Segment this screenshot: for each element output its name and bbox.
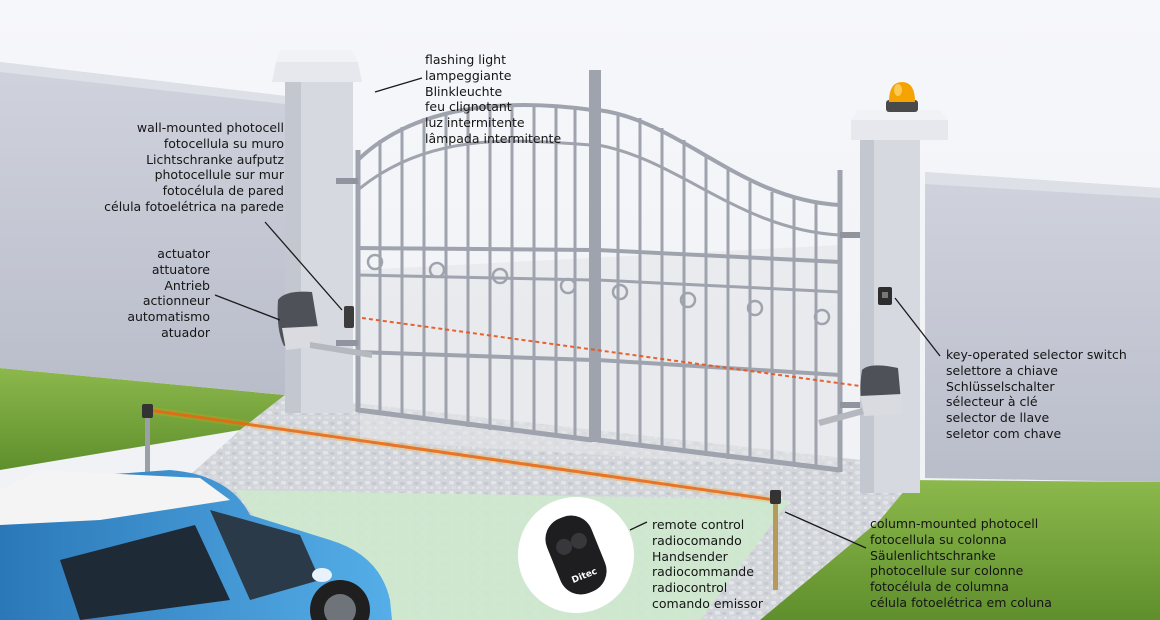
leader-key-selector	[894, 297, 941, 357]
leader-actuator	[214, 294, 281, 321]
leader-column-photocell	[784, 511, 867, 549]
label-line: seletor com chave	[946, 425, 1062, 441]
grass-right	[745, 480, 1160, 620]
label-line: key-operated selector switch	[946, 347, 1127, 362]
label-line: célula fotoelétrica na parede	[104, 198, 284, 214]
label-line: flashing light	[425, 52, 506, 67]
label-line: radiocommande	[652, 564, 754, 580]
label-line: fotocellula su muro	[163, 135, 284, 151]
left-pillar	[272, 50, 362, 413]
label-key-selector: key-operated selector switch selettore a…	[946, 347, 1127, 442]
label-line: Lichtschranke aufputz	[146, 151, 284, 167]
right-actuator	[818, 365, 902, 426]
label-wall-photocell: wall-mounted photocell fotocellula su mu…	[60, 120, 284, 215]
label-line: Säulenlichtschranke	[870, 547, 996, 563]
label-line: photocellule sur colonne	[870, 563, 1024, 579]
label-line: actuator	[157, 246, 210, 261]
car	[0, 470, 392, 620]
double-swing-gate	[355, 70, 843, 473]
label-line: Blinkleuchte	[425, 83, 503, 99]
leader-wall-photocell	[264, 221, 343, 311]
label-line: attuatore	[151, 261, 210, 277]
label-actuator: actuator attuatore Antrieb actionneur au…	[80, 246, 210, 341]
label-line: radiocontrol	[652, 580, 728, 596]
label-line: photocellule sur mur	[154, 167, 284, 183]
driveway-photocell-beam	[147, 408, 776, 502]
label-line: column-mounted photocell	[870, 516, 1039, 531]
leader-remote-control	[629, 521, 648, 531]
label-line: comando emissor	[652, 595, 763, 611]
remote-control-badge: Ditec	[518, 497, 634, 613]
label-line: feu clignotant	[425, 99, 512, 115]
flashing-light-lamp	[886, 82, 918, 112]
left-wall	[0, 62, 285, 395]
right-wall	[925, 172, 1160, 482]
gate-hinges	[336, 178, 860, 408]
label-line: automatismo	[127, 309, 210, 325]
label-line: lampeggiante	[425, 67, 512, 83]
label-line: remote control	[652, 517, 745, 532]
label-line: atuador	[161, 324, 210, 340]
right-column-photocell	[770, 490, 781, 590]
label-line: célula fotoelétrica em coluna	[870, 594, 1052, 610]
label-line: luz intermitente	[425, 115, 525, 131]
left-actuator	[277, 291, 372, 358]
label-line: sélecteur à clé	[946, 394, 1038, 410]
label-line: lâmpada intermitente	[425, 130, 562, 146]
label-remote-control: remote control radiocomando Handsender r…	[652, 517, 763, 612]
label-line: actionneur	[142, 293, 210, 309]
right-pillar	[851, 110, 948, 493]
label-column-photocell: column-mounted photocell fotocellula su …	[870, 516, 1052, 611]
left-column-photocell	[142, 404, 153, 474]
grass-left	[0, 368, 285, 470]
label-line: Handsender	[652, 548, 728, 564]
leader-flashing-light	[374, 77, 423, 93]
label-line: radiocomando	[652, 532, 742, 548]
wall-photocell-device	[344, 306, 354, 328]
remote-control-device	[545, 515, 607, 595]
label-line: selector de llave	[946, 410, 1050, 426]
label-line: wall-mounted photocell	[136, 120, 284, 135]
label-line: fotocélula de columna	[870, 579, 1009, 595]
label-line: fotocélula de pared	[162, 183, 284, 199]
label-line: selettore a chiave	[946, 362, 1058, 378]
label-flashing-light: flashing light lampeggiante Blinkleuchte…	[425, 52, 561, 147]
label-line: Schlüsselschalter	[946, 378, 1055, 394]
label-line: fotocellula su colonna	[870, 531, 1007, 547]
label-line: Antrieb	[164, 277, 210, 293]
